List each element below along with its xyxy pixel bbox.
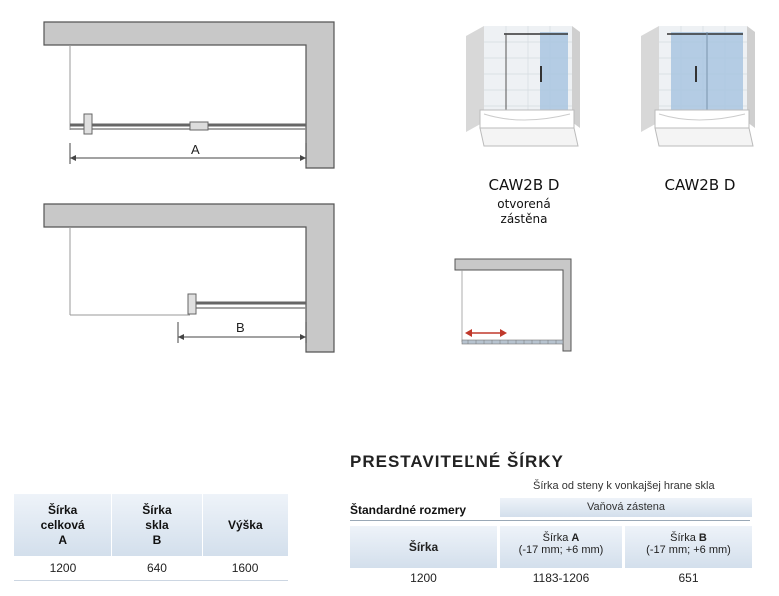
plan-diagram-a: [43, 21, 335, 169]
bathtub-render-closed: [641, 26, 755, 147]
table-cell: 1600: [202, 556, 288, 581]
dimension-a-label: A: [191, 142, 200, 157]
caption-open: CAW2B D otvorená zástěna: [460, 176, 588, 227]
width-note: Šírka od steny k vonkajšej hrane skla: [533, 480, 715, 492]
group-header: Vaňová zástena: [500, 498, 752, 517]
header-text: skla: [145, 517, 169, 532]
adjustable-widths-title: PRESTAVITEĽNÉ ŠÍRKY: [350, 452, 564, 471]
header-text: A: [58, 532, 67, 547]
header-text: Šírka: [142, 502, 172, 517]
col-b-label: Šírka: [670, 532, 696, 544]
table-header-row: Šírka celková A Šírka skla B Výška: [14, 494, 288, 556]
table-cell: 651: [678, 571, 699, 585]
col-a-header: Šírka A (-17 mm; +6 mm): [500, 526, 622, 568]
caption-open-line1: otvorená: [497, 197, 551, 211]
col-b-line1: Šírka B: [625, 532, 752, 544]
header-text: B: [152, 532, 162, 547]
header-vyska: Výška: [202, 494, 288, 556]
col-b-tolerance: (-17 mm; +6 mm): [646, 544, 731, 556]
table-cell: 1200: [410, 571, 437, 585]
small-plan-diagram: [454, 258, 572, 352]
header-text: celková: [40, 517, 85, 532]
table-cell: 1183-1206: [532, 571, 590, 585]
table-cell: 640: [111, 556, 203, 581]
col-a-letter: A: [571, 532, 580, 544]
plan-diagram-b: [43, 203, 335, 353]
caption-closed-title: CAW2B D: [664, 176, 736, 194]
col-a-label: Šírka: [542, 532, 569, 544]
caption-closed: CAW2B D: [636, 176, 764, 194]
table-cell: 1200: [14, 556, 112, 581]
bathtub-render-open: [466, 26, 580, 147]
header-text: Šírka: [47, 502, 78, 517]
table-row: 1200 640 1600: [14, 556, 288, 581]
standard-sizes-label: Štandardné rozmery: [350, 503, 467, 517]
caption-open-title: CAW2B D: [488, 176, 560, 194]
col-b-header: Šírka B (-17 mm; +6 mm): [625, 526, 752, 568]
header-skla: Šírka skla B: [111, 494, 203, 556]
col-sirka-header: Šírka: [350, 526, 497, 568]
divider: [350, 520, 750, 521]
col-b-letter: B: [698, 532, 707, 544]
dimensions-table: Šírka celková A Šírka skla B Výška 1200 …: [14, 494, 288, 581]
caption-open-line2: zástěna: [500, 212, 548, 226]
col-a-tolerance: (-17 mm; +6 mm): [518, 544, 604, 556]
header-celkova: Šírka celková A: [14, 494, 113, 556]
col-sirka-text: Šírka: [408, 540, 439, 554]
col-a-line1: Šírka A: [500, 532, 622, 544]
dimension-b-label: B: [236, 320, 245, 335]
header-text: Výška: [227, 517, 263, 532]
